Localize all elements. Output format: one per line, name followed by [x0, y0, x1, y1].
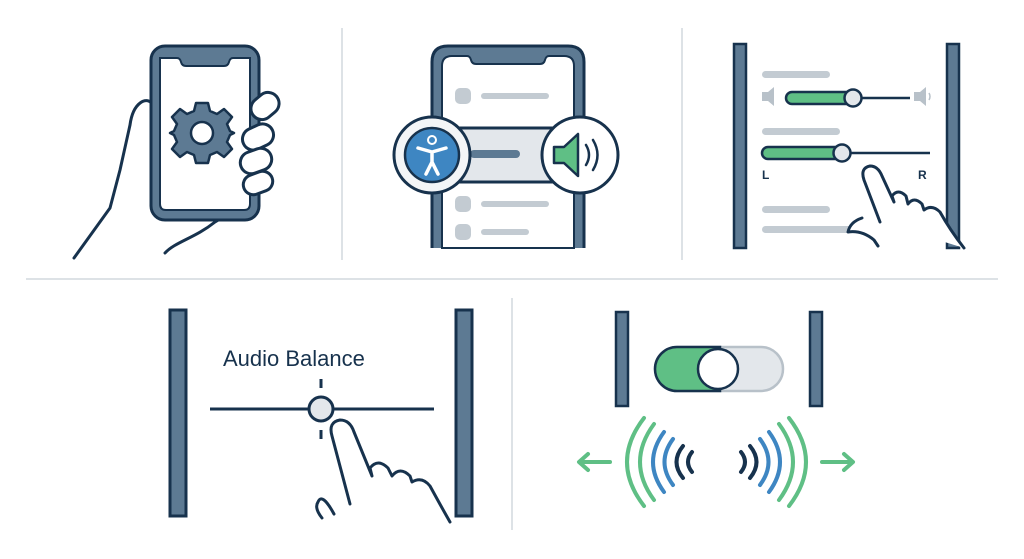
- screen-edge-left: [614, 310, 630, 408]
- panel-accessibility-audio: [342, 0, 682, 278]
- volume-thumb: [843, 88, 863, 108]
- volume-slider[interactable]: [784, 88, 910, 108]
- panel-open-settings: [0, 0, 340, 278]
- divider-horizontal: [26, 278, 998, 280]
- screen-edge-left: [168, 308, 188, 518]
- audio-balance-slider[interactable]: [210, 379, 434, 439]
- screen-edge-right: [454, 308, 474, 518]
- pointing-hand-icon: [846, 164, 966, 250]
- panel-mono-audio: [560, 296, 870, 536]
- screen-edge-right: [808, 310, 824, 408]
- divider-top-1: [341, 28, 343, 260]
- audio-balance-title: Audio Balance: [223, 346, 365, 371]
- volume-high-icon: [914, 87, 926, 106]
- panel-audio-balance: Audio Balance: [150, 296, 490, 536]
- gear-icon: [168, 101, 236, 165]
- phone-settings-illustration: [72, 44, 281, 260]
- mono-audio-illustration: [577, 310, 855, 508]
- list-icon: [455, 88, 471, 104]
- arrow-left-icon: [577, 452, 612, 472]
- center-thumb: [307, 395, 335, 423]
- screen-edge-right: [945, 42, 961, 250]
- sliders-illustration: L R: [732, 42, 966, 250]
- left-label: L: [762, 168, 769, 182]
- toggle-knob: [696, 347, 740, 391]
- mono-audio-toggle[interactable]: [653, 345, 785, 393]
- sound-waves-right: [739, 416, 808, 508]
- balance-slider[interactable]: [760, 143, 930, 163]
- fingers: [238, 90, 281, 197]
- panel-volume-balance: L R: [682, 0, 1024, 278]
- accessibility-icon: [392, 115, 472, 195]
- arrow-right-icon: [820, 452, 855, 472]
- balance-thumb: [832, 143, 852, 163]
- sound-waves-left: [625, 416, 694, 508]
- pointing-hand-icon: [315, 418, 452, 524]
- volume-low-icon: [762, 87, 774, 106]
- divider-top-2: [681, 28, 683, 260]
- audio-balance-illustration: Audio Balance: [168, 308, 474, 524]
- settings-list: [455, 88, 549, 240]
- speaker-icon: [540, 115, 620, 195]
- right-label: R: [918, 168, 927, 182]
- screen-edge-left: [732, 42, 748, 250]
- divider-bottom: [511, 298, 513, 530]
- accessibility-audio-illustration: [392, 44, 620, 249]
